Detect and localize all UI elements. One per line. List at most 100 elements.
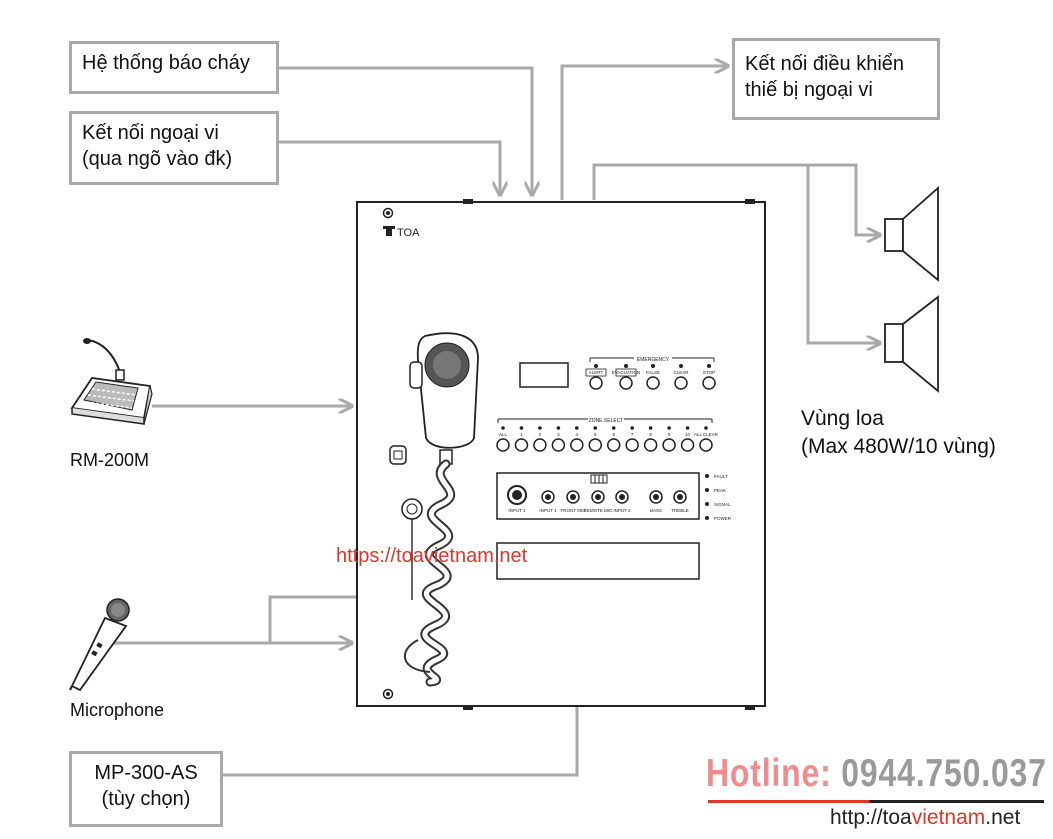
input-label: INPUT 2: [613, 508, 631, 513]
control-output-sub-label: thiế bị ngoại vi: [745, 79, 873, 101]
site-url-prefix: http://toa: [830, 806, 912, 829]
speaker-lower-icon: [884, 295, 939, 393]
zone-button-label: 3: [557, 432, 560, 437]
microphone-label: Microphone: [70, 700, 165, 720]
emergency-led: [624, 364, 628, 368]
zone-led: [519, 426, 524, 430]
zone-button[interactable]: [606, 438, 621, 452]
indicator-label: PEAK: [714, 488, 726, 493]
input-label: INPUT 1: [539, 508, 557, 513]
indicator-led: [705, 516, 709, 520]
zone-button[interactable]: [625, 438, 639, 452]
indicator-label: FAULT: [714, 474, 728, 479]
zone-button[interactable]: [496, 438, 510, 452]
emergency-button[interactable]: [674, 376, 688, 390]
input-knob-center: [545, 494, 551, 500]
fire-alarm-label: Hệ thống báo cháy: [82, 52, 250, 74]
zone-led: [538, 426, 542, 430]
emergency-button-label: STOP: [703, 370, 715, 375]
control-out-line: [560, 66, 728, 200]
emergency-button-label: CLEAR: [673, 370, 689, 375]
zone-button[interactable]: [533, 438, 547, 452]
zone-button-label: ALL CLEAR: [694, 432, 719, 437]
indicator-led: [705, 488, 709, 492]
mic-jack-icon: [401, 498, 423, 520]
hotline-banner: Hotline: 0944.750.037: [706, 752, 1047, 796]
zone-button[interactable]: [680, 438, 695, 452]
input-knob-center: [619, 494, 625, 500]
emergency-led: [679, 364, 683, 368]
mp300-label: MP-300-AS: [94, 762, 198, 784]
zone-led: [575, 426, 579, 430]
zone-button-label: 7: [631, 432, 634, 437]
emergency-led: [594, 364, 598, 368]
rm200m-label: RM-200M: [70, 450, 150, 470]
emergency-label-frame: [615, 368, 637, 377]
handheld-microphone-icon: [69, 598, 130, 692]
input-label: REMOTE MIC: [584, 508, 613, 513]
lcd-display: [519, 362, 569, 388]
zone-led: [685, 426, 690, 430]
emergency-led: [707, 364, 711, 368]
input-knob-center: [595, 494, 601, 500]
mic-hook-icon: [389, 445, 407, 465]
zone-button-label: 9: [668, 432, 671, 437]
emergency-button[interactable]: [646, 376, 660, 390]
hotline-underline: [708, 800, 1044, 803]
indicator-led: [705, 502, 709, 506]
speaker-zone-sub-label: (Max 480W/10 vùng): [801, 435, 996, 458]
zone-led: [593, 426, 598, 430]
emergency-button[interactable]: [589, 376, 603, 390]
speaker-upper-icon: [884, 186, 939, 282]
zone-select-label: ZONE SELECT: [589, 418, 624, 424]
site-url-accent: vietnam: [911, 806, 986, 829]
site-url-suffix: .net: [985, 806, 1021, 829]
option-slot: [496, 542, 700, 580]
rm200m-remote-mic-icon: [70, 338, 153, 425]
emergency-led: [651, 364, 655, 368]
zone-button[interactable]: [699, 438, 713, 452]
control-output-box: Kết nối điều khiển thiế bị ngoại vi: [732, 38, 940, 120]
zone-button[interactable]: [588, 438, 603, 452]
speaker-zone-label: Vùng loa: [801, 407, 884, 430]
watermark-url: https://toavietnam.net: [336, 545, 528, 567]
zone-button-label: 5: [594, 432, 597, 437]
zone-button-label: 8: [649, 432, 652, 437]
emergency-button[interactable]: [702, 376, 716, 390]
indicator-led: [705, 474, 709, 478]
control-output-label: Kết nối điều khiển: [745, 53, 905, 75]
zone-button-label: ALL: [499, 432, 508, 437]
indicator-label: SIGNAL: [714, 502, 731, 507]
zone-led: [667, 426, 671, 430]
external-input-label: Kết nối ngoại vi: [82, 122, 219, 144]
external-input-box: Kết nối ngoại vi (qua ngõ vào đk): [69, 111, 279, 185]
zone-button[interactable]: [643, 438, 658, 452]
zone-led: [501, 426, 505, 430]
zone-button-label: 1: [520, 432, 523, 437]
zone-button-label: 6: [612, 432, 615, 437]
site-url[interactable]: http://toavietnam.net: [830, 806, 1020, 830]
input-knob-center: [677, 494, 683, 500]
paging-microphone-icon: [403, 332, 479, 687]
zone-button[interactable]: [570, 438, 584, 452]
zone-button[interactable]: [514, 438, 529, 452]
input-label: TREBLE: [671, 508, 689, 513]
zone-button[interactable]: [551, 438, 566, 452]
zone-button-label: 2: [539, 432, 542, 437]
fire-alarm-box: Hệ thống báo cháy: [69, 41, 279, 94]
external-input-sub-label: (qua ngõ vào đk): [82, 148, 233, 170]
fire-alarm-line: [277, 66, 532, 195]
emergency-button-label: ALERT: [589, 370, 604, 375]
zone-button[interactable]: [662, 438, 676, 452]
emergency-button[interactable]: [619, 376, 633, 390]
zone-led: [630, 426, 634, 430]
input-label: INPUT 1: [508, 508, 526, 513]
brand-label: TOA: [397, 227, 420, 239]
hotline-number: 0944.750.037: [841, 752, 1047, 795]
zone-button-label: 10: [685, 432, 691, 437]
